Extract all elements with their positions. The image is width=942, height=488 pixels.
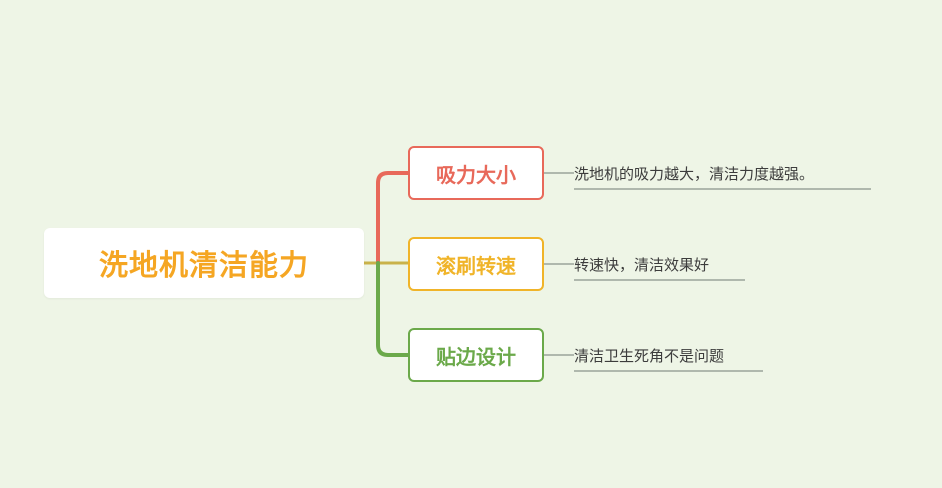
leaf-text-0: 洗地机的吸力越大，清洁力度越强。: [574, 165, 815, 183]
branch-node-2-label: 贴边设计: [436, 344, 516, 369]
leaf-text-1: 转速快，清洁效果好: [574, 256, 710, 274]
root-node[interactable]: 洗地机清洁能力: [44, 228, 364, 298]
branch-node-1[interactable]: 滚刷转速: [408, 237, 544, 291]
leaf-text-2: 清洁卫生死角不是问题: [574, 347, 725, 365]
branch-node-0[interactable]: 吸力大小: [408, 146, 544, 200]
connector-root-to-branch-2: [376, 261, 410, 357]
branch-node-1-label: 滚刷转速: [436, 253, 516, 278]
root-node-label: 洗地机清洁能力: [98, 248, 309, 282]
branch-node-0-label: 吸力大小: [436, 162, 516, 187]
branch-node-2[interactable]: 贴边设计: [408, 328, 544, 382]
connector-root-to-branch-0: [376, 171, 410, 265]
